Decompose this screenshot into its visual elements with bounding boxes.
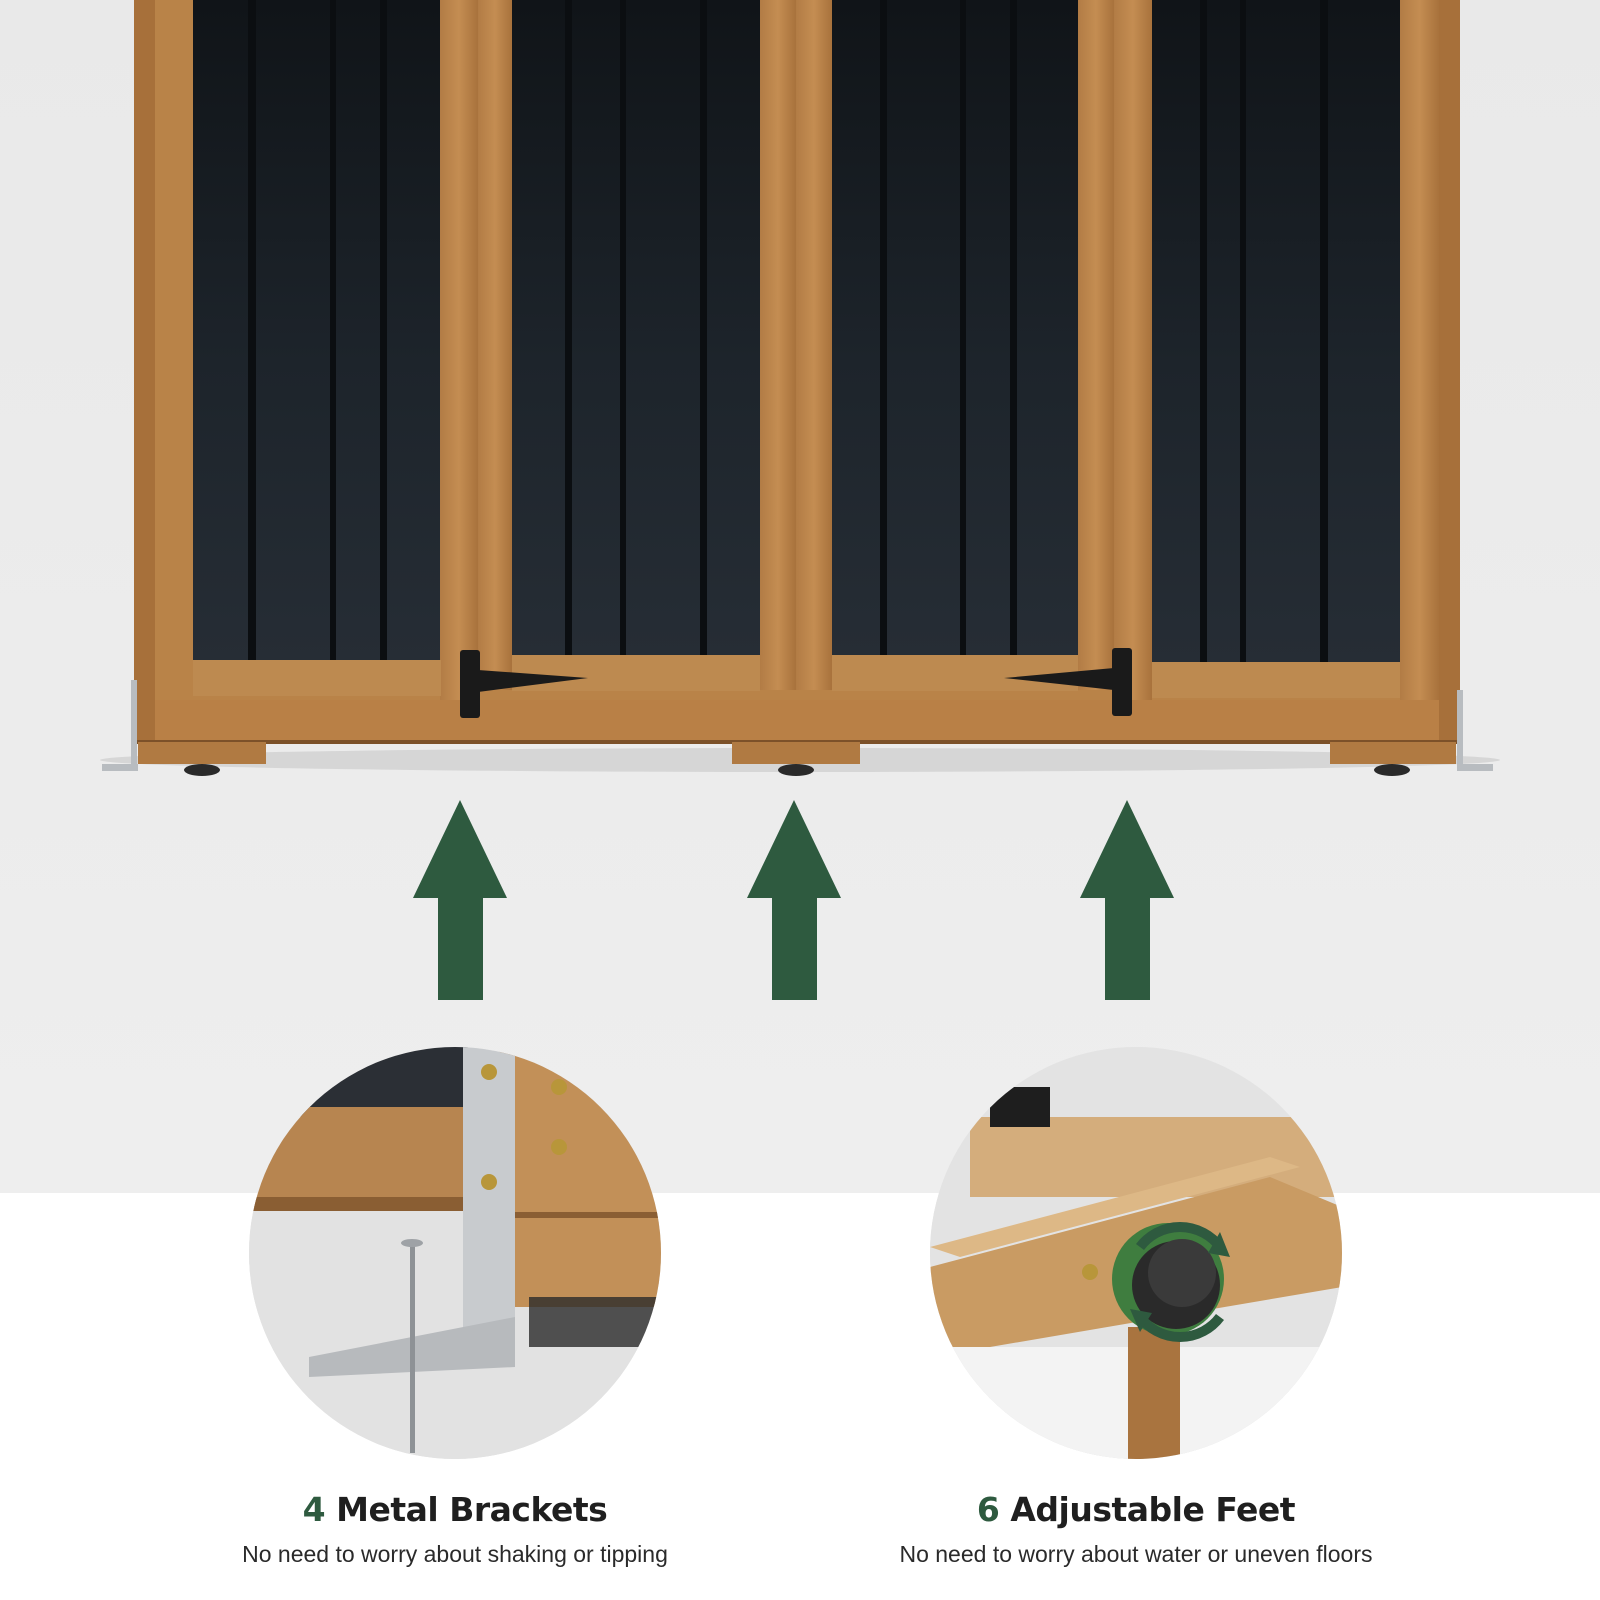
feature-title-text: Metal Brackets: [336, 1490, 608, 1529]
feature-caption-feet: 6 Adjustable Feet No need to worry about…: [826, 1490, 1446, 1568]
metal-bracket-icon: [102, 680, 138, 771]
door-panel-3: [832, 0, 1078, 655]
adjustable-foot-icon: [1112, 1223, 1224, 1335]
feature-title: 6 Adjustable Feet: [826, 1490, 1446, 1529]
door-bottom-rails: [193, 655, 1400, 698]
foot-block-center: [732, 742, 860, 776]
adjustable-foot-detail-image: [930, 1047, 1342, 1459]
bracket-detail-image: [249, 1047, 661, 1459]
hinge-icon: [1004, 648, 1132, 716]
shed-illustration: [100, 0, 1500, 1000]
feature-title-text: Adjustable Feet: [1010, 1490, 1296, 1529]
up-arrow-icon: [1080, 800, 1174, 1000]
hinge-icon: [460, 650, 588, 718]
feature-caption-brackets: 4 Metal Brackets No need to worry about …: [155, 1490, 755, 1568]
foot-block-right: [1330, 742, 1456, 776]
foot-block-left: [138, 742, 266, 776]
up-arrow-icon: [747, 800, 841, 1000]
nail-icon: [401, 1239, 423, 1453]
metal-bracket-icon: [1457, 690, 1493, 771]
door-panel-4: [1152, 0, 1400, 662]
feature-count: 6: [976, 1490, 1000, 1529]
door-panel-1: [193, 0, 441, 660]
feature-subtitle: No need to worry about shaking or tippin…: [242, 1541, 668, 1567]
feature-subtitle: No need to worry about water or uneven f…: [899, 1541, 1373, 1567]
up-arrow-icon: [413, 800, 507, 1000]
feature-title: 4 Metal Brackets: [155, 1490, 755, 1529]
base-beam: [155, 700, 1439, 742]
rotate-arrows-icon: [1136, 1222, 1224, 1342]
wood-stiles: [440, 0, 1439, 700]
feature-count: 4: [302, 1490, 326, 1529]
door-panel-2: [512, 0, 760, 655]
